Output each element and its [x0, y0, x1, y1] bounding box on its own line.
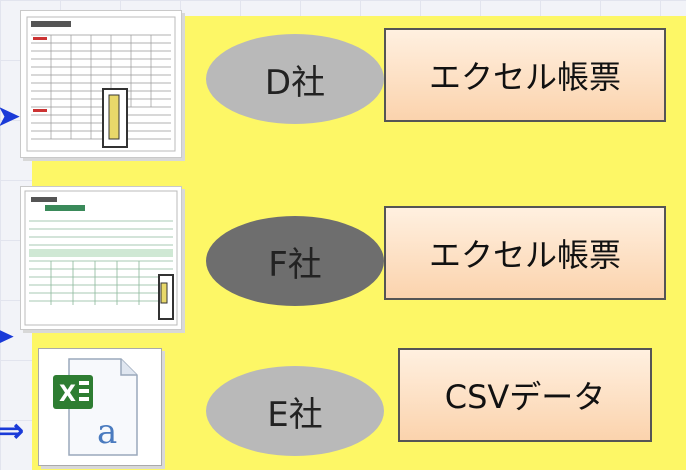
format-label: エクセル帳票	[428, 58, 621, 96]
format-box: エクセル帳票	[384, 28, 666, 122]
spreadsheet-form-thumbnail-icon	[20, 10, 182, 158]
company-oval: D社	[206, 34, 384, 124]
spreadsheet-form-thumbnail-icon	[20, 186, 182, 330]
svg-text:a: a	[97, 412, 117, 452]
arrow-right-icon: ⇒	[0, 411, 25, 451]
company-label: E社	[267, 394, 323, 435]
excel-file-icon: X a	[38, 348, 162, 466]
arrow-right-icon: ➤	[0, 319, 16, 354]
format-label: CSVデータ	[444, 378, 606, 416]
format-box: エクセル帳票	[384, 206, 666, 300]
svg-text:X: X	[59, 382, 76, 407]
company-oval: E社	[206, 366, 384, 456]
company-label: D社	[264, 62, 326, 103]
format-label: エクセル帳票	[428, 236, 621, 274]
arrow-right-icon: ➤	[0, 99, 22, 134]
company-oval: F社	[206, 216, 384, 306]
company-label: F社	[268, 244, 322, 285]
format-box: CSVデータ	[398, 348, 652, 442]
